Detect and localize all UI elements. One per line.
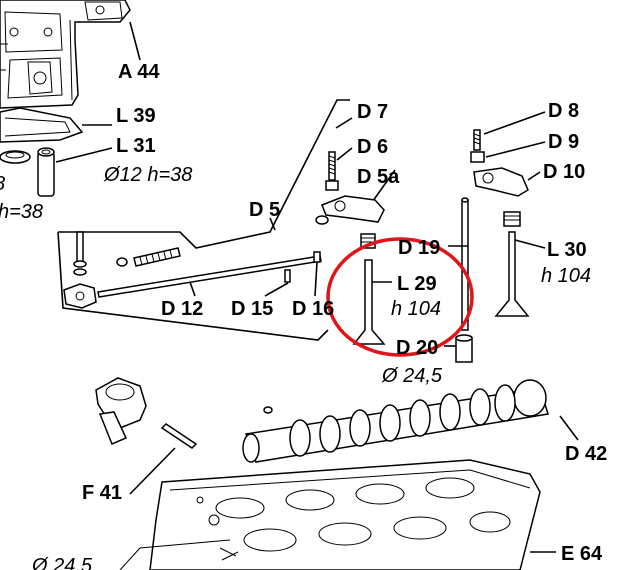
label-d8: D 8 (548, 100, 579, 122)
rocker-shaft-spring-drawing (116, 247, 181, 267)
label-d7: D 7 (357, 101, 388, 123)
label-l30: L 30 (547, 239, 587, 261)
label-d20: D 20 (396, 337, 438, 359)
pin-d15-drawing (284, 269, 291, 283)
pushrod-f41-drawing (160, 423, 198, 449)
engine-block-e64-drawing (119, 459, 541, 570)
d8-d9-d10-leader-lines (483, 111, 546, 181)
label-d42: D 42 (565, 443, 607, 465)
label-d10: D 10 (543, 161, 585, 183)
rocker-arm-d10-drawing (473, 167, 529, 197)
f41-leader-line (129, 447, 176, 495)
d12-leader-line (189, 281, 196, 297)
label-d16: D 16 (292, 298, 334, 320)
highlight-circle (326, 237, 474, 357)
left-fragment-label: 8 (0, 173, 5, 195)
a44-leader-line (129, 21, 141, 61)
d15-d16-leader-lines (264, 261, 318, 297)
label-d12: D 12 (161, 298, 203, 320)
dimension-l31: Ø12 h=38 (103, 164, 192, 186)
label-d5a: D 5a (357, 166, 400, 188)
small-pin-drawing (263, 406, 273, 414)
push-rod-d19-drawing (461, 197, 469, 331)
rocker-bracket-drawing (63, 283, 97, 309)
label-e64: E 64 (561, 543, 603, 565)
rocker-arm-d5a-drawing (315, 195, 385, 225)
l31-leader-line (55, 147, 113, 163)
nut-d9-drawing (470, 151, 485, 163)
d7-d6-leader-lines (335, 117, 353, 161)
seal-ring-drawing (0, 150, 31, 164)
label-d9: D 9 (548, 131, 579, 153)
label-d5: D 5 (249, 199, 280, 221)
label-l39: L 39 (116, 105, 156, 127)
dimension-d20: Ø 24,5 (381, 365, 443, 387)
camshaft-d42-drawing (242, 379, 549, 463)
rocker-assembly-outline (57, 99, 396, 341)
label-l29: L 29 (397, 273, 437, 295)
label-a44: A 44 (118, 61, 160, 83)
adjusting-screw-d8-drawing (473, 129, 481, 151)
plug-d16-drawing (313, 251, 321, 263)
adjusting-screw-d7-drawing (325, 151, 339, 191)
dimension-bottom: Ø 24,5 (31, 555, 93, 570)
rocker-shaft-d12-drawing (97, 255, 322, 298)
tappet-d20-drawing (455, 334, 473, 363)
rocker-stud-drawing (73, 231, 87, 276)
label-d19: D 19 (398, 237, 440, 259)
label-d15: D 15 (231, 298, 273, 320)
dimension-left: h=38 (0, 201, 43, 223)
d42-leader-line (559, 415, 579, 441)
d5-leader-line (269, 217, 276, 231)
valve-l30-drawing (494, 211, 530, 317)
cylinder-head-a44-drawing (0, 0, 131, 109)
dimension-l29: h 104 (391, 298, 441, 320)
fuel-pump-f41-drawing (95, 377, 147, 445)
l30-leader-line (514, 239, 546, 249)
label-d6: D 6 (357, 136, 388, 158)
dimension-l30: h 104 (541, 265, 591, 287)
label-f41: F 41 (82, 482, 122, 504)
guide-bushing-l31-drawing (37, 147, 55, 197)
rocker-cover-gasket-l39-drawing (0, 107, 84, 143)
label-l31: L 31 (116, 135, 156, 157)
